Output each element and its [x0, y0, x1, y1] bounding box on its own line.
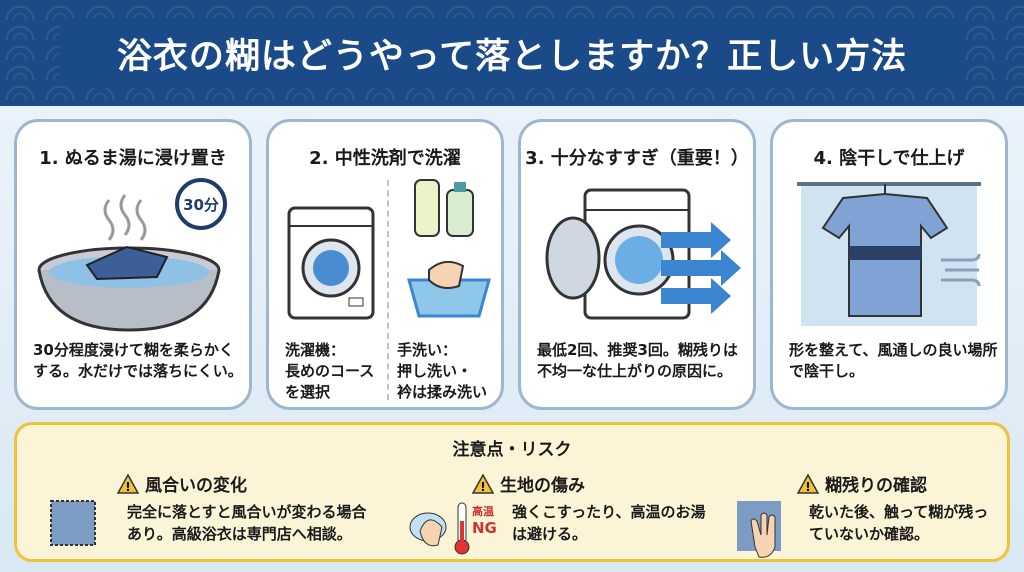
step-description: 形を整えて、風通しの良い場所で陰干し。	[789, 341, 998, 380]
yukata-icon	[821, 192, 949, 317]
warning-heading: 糊残りの確認	[825, 476, 927, 496]
hand-wash-basin-icon	[407, 260, 491, 318]
washing-illustration	[287, 179, 491, 320]
page-title: 浴衣の糊はどうやって落としますか？正しい方法	[116, 36, 908, 77]
header-banner: 浴衣の糊はどうやって落としますか？正しい方法	[0, 0, 1024, 106]
step-title: 4. 陰干しで仕上げ	[813, 148, 965, 169]
warnings-panel: 注意点・リスク ! 風合いの変化 完全に落とすと風合いが変わる場合あり。高級浴衣は…	[14, 422, 1010, 562]
arrow-icon	[661, 222, 741, 314]
svg-text:!: !	[480, 480, 485, 494]
soaking-basin-illustration: 30分	[37, 178, 227, 332]
svg-text:!: !	[125, 480, 130, 494]
warning-heading: 風合いの変化	[145, 476, 247, 496]
shade-drying-illustration	[797, 182, 981, 326]
step-card-1: 1. ぬるま湯に浸け置き 30分 30分程度浸けて糊を柔らかくする。水だけでは落…	[14, 119, 252, 410]
step-description: 最低2回、推奨3回。糊残りは不均一な仕上がりの原因に。	[537, 341, 738, 380]
step-card-3: 3. 十分なすすぎ（重要！） 最低2回、推奨3回。糊残りは不均一な仕上がりの原因…	[518, 119, 756, 410]
fabric-swatch-icon	[50, 500, 96, 546]
warning-item-residue: ! 糊残りの確認 乾いた後、触って糊が残っていないか確認。	[717, 469, 1024, 559]
timer-icon: 30分	[175, 178, 227, 230]
warning-text: 強くこすったり、高温のお湯は避ける。	[512, 503, 706, 543]
divider	[387, 180, 389, 400]
hand-wash-text: 手洗い： 押し洗い・ 衿は揉み洗い	[397, 341, 488, 401]
warning-icon: !	[117, 473, 139, 494]
step-card-4: 4. 陰干しで仕上げ 形を整えて、風通しの良い場所で陰干し。	[770, 119, 1008, 410]
svg-text:!: !	[805, 480, 810, 494]
step-title: 3. 十分なすすぎ（重要！）	[525, 148, 749, 169]
svg-text:高温: 高温	[472, 504, 494, 518]
warning-heading: 生地の傷み	[500, 476, 585, 496]
wind-icon	[941, 253, 981, 287]
touch-check-icon	[737, 501, 781, 558]
warning-text: 乾いた後、触って糊が残っていないか確認。	[809, 503, 989, 543]
machine-wash-text: 洗濯機： 長めのコース を選択	[285, 341, 375, 401]
svg-text:30分: 30分	[183, 196, 219, 214]
detergent-bottle-icon	[414, 179, 474, 237]
warning-icon: !	[472, 473, 494, 494]
step-description: 30分程度浸けて糊を柔らかくする。水だけでは落ちにくい。	[33, 341, 243, 380]
step-title: 2. 中性洗剤で洗濯	[309, 148, 461, 169]
warning-item-texture: ! 風合いの変化 完全に落とすと風合いが変わる場合あり。高級浴衣は専門店へ相談。	[37, 469, 367, 559]
title-box: 浴衣の糊はどうやって落としますか？正しい方法	[60, 18, 964, 88]
warning-icon: !	[797, 473, 819, 494]
rinse-illustration	[545, 188, 741, 320]
step-title: 1. ぬるま湯に浸け置き	[39, 148, 227, 169]
svg-text:NG: NG	[472, 519, 497, 537]
washing-machine-icon	[287, 206, 375, 320]
warnings-title: 注意点・リスク	[452, 440, 572, 460]
steam-icon	[103, 194, 147, 241]
step-card-2: 2. 中性洗剤で洗濯 洗濯機： 長めのコース を選択 手洗い： 押し洗い・ 衿は…	[266, 119, 504, 410]
warning-text: 完全に落とすと風合いが変わる場合あり。高級浴衣は専門店へ相談。	[127, 503, 367, 543]
